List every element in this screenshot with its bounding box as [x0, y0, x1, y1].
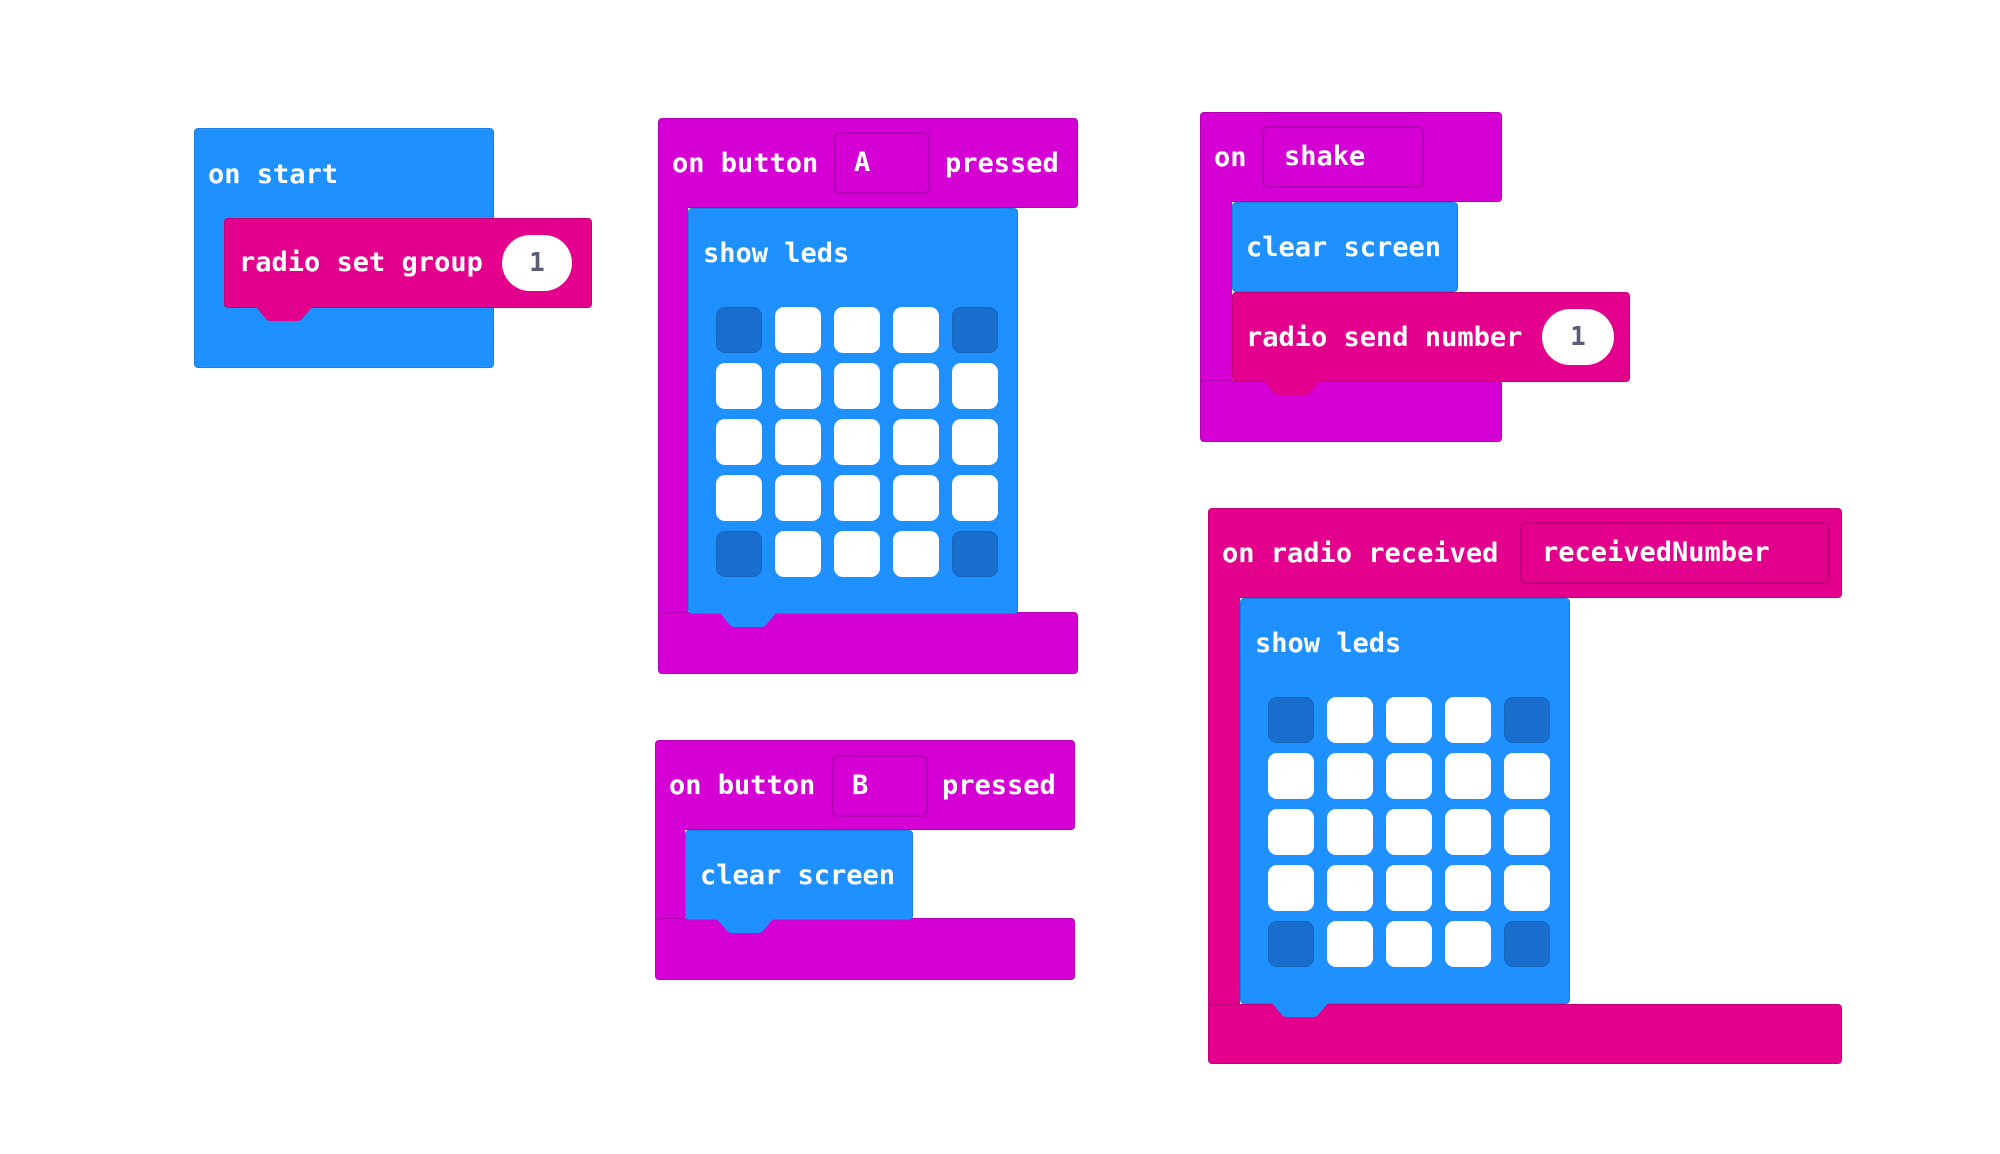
clear-screen-label-shake: clear screen	[1246, 232, 1442, 263]
led-0-4[interactable]	[952, 307, 998, 353]
led-1-0[interactable]	[1268, 753, 1314, 799]
led-4-4[interactable]	[952, 531, 998, 577]
on-button-b-arm	[655, 822, 685, 922]
led-1-2[interactable]	[1386, 753, 1432, 799]
on-button-b-label: on button	[669, 770, 816, 801]
led-0-2[interactable]	[834, 307, 880, 353]
led-grid-a[interactable]	[716, 307, 1006, 587]
led-2-2[interactable]	[834, 419, 880, 465]
on-start-label: on start	[208, 159, 339, 190]
pressed-label-a: pressed	[945, 148, 1059, 179]
led-4-2[interactable]	[1386, 921, 1432, 967]
button-a-value: A	[854, 147, 871, 178]
led-3-0[interactable]	[1268, 865, 1314, 911]
block-connector-notch	[717, 919, 773, 933]
radio-send-number-label: radio send number	[1246, 322, 1523, 353]
led-3-3[interactable]	[893, 475, 939, 521]
led-0-0[interactable]	[1268, 697, 1314, 743]
led-1-3[interactable]	[1445, 753, 1491, 799]
clear-screen-label-b: clear screen	[700, 860, 896, 891]
led-4-2[interactable]	[834, 531, 880, 577]
clear-screen-block-shake[interactable]	[1232, 202, 1458, 292]
on-button-a-arm	[658, 200, 688, 620]
led-4-0[interactable]	[716, 531, 762, 577]
send-number-input[interactable]: 1	[1542, 309, 1614, 365]
clear-screen-block-b[interactable]	[685, 830, 913, 920]
led-2-4[interactable]	[1504, 809, 1550, 855]
on-shake-footer	[1200, 380, 1502, 442]
led-0-1[interactable]	[775, 307, 821, 353]
show-leds-label-radio: show leds	[1255, 628, 1402, 659]
led-2-0[interactable]	[716, 419, 762, 465]
led-3-1[interactable]	[775, 475, 821, 521]
led-2-2[interactable]	[1386, 809, 1432, 855]
pressed-label-b: pressed	[942, 770, 1056, 801]
led-1-1[interactable]	[1327, 753, 1373, 799]
led-4-3[interactable]	[1445, 921, 1491, 967]
block-connector-notch	[256, 307, 312, 321]
received-number-variable[interactable]: receivedNumber	[1520, 522, 1830, 584]
led-0-2[interactable]	[1386, 697, 1432, 743]
led-3-1[interactable]	[1327, 865, 1373, 911]
led-2-3[interactable]	[893, 419, 939, 465]
button-b-dropdown[interactable]: B	[832, 755, 928, 817]
led-1-2[interactable]	[834, 363, 880, 409]
on-radio-received-label: on radio received	[1222, 538, 1499, 569]
led-3-4[interactable]	[952, 475, 998, 521]
on-radio-received-arm	[1208, 590, 1240, 1010]
led-2-4[interactable]	[952, 419, 998, 465]
on-shake-arm	[1200, 194, 1232, 394]
led-2-1[interactable]	[775, 419, 821, 465]
led-1-0[interactable]	[716, 363, 762, 409]
led-3-4[interactable]	[1504, 865, 1550, 911]
led-0-0[interactable]	[716, 307, 762, 353]
group-number-input[interactable]: 1	[502, 235, 572, 291]
button-a-dropdown[interactable]: A	[834, 132, 930, 194]
on-shake-label: on	[1214, 142, 1247, 173]
led-3-2[interactable]	[834, 475, 880, 521]
block-connector-notch	[1264, 381, 1320, 395]
led-1-4[interactable]	[952, 363, 998, 409]
received-number-value: receivedNumber	[1542, 537, 1770, 568]
gesture-dropdown[interactable]: shake	[1262, 126, 1424, 188]
button-b-value: B	[852, 770, 869, 801]
gesture-value: shake	[1284, 141, 1366, 172]
led-3-3[interactable]	[1445, 865, 1491, 911]
led-0-4[interactable]	[1504, 697, 1550, 743]
radio-set-group-label: radio set group	[239, 247, 483, 278]
on-button-a-label: on button	[672, 148, 819, 179]
led-1-3[interactable]	[893, 363, 939, 409]
led-4-1[interactable]	[1327, 921, 1373, 967]
led-0-3[interactable]	[893, 307, 939, 353]
show-leds-label-a: show leds	[703, 238, 850, 269]
led-4-3[interactable]	[893, 531, 939, 577]
block-connector-notch	[720, 613, 776, 627]
led-4-0[interactable]	[1268, 921, 1314, 967]
led-1-1[interactable]	[775, 363, 821, 409]
led-2-3[interactable]	[1445, 809, 1491, 855]
led-4-1[interactable]	[775, 531, 821, 577]
led-3-0[interactable]	[716, 475, 762, 521]
block-connector-notch	[1272, 1003, 1328, 1017]
led-grid-radio[interactable]	[1268, 697, 1558, 977]
led-1-4[interactable]	[1504, 753, 1550, 799]
led-0-1[interactable]	[1327, 697, 1373, 743]
led-2-0[interactable]	[1268, 809, 1314, 855]
led-2-1[interactable]	[1327, 809, 1373, 855]
led-0-3[interactable]	[1445, 697, 1491, 743]
led-4-4[interactable]	[1504, 921, 1550, 967]
led-3-2[interactable]	[1386, 865, 1432, 911]
